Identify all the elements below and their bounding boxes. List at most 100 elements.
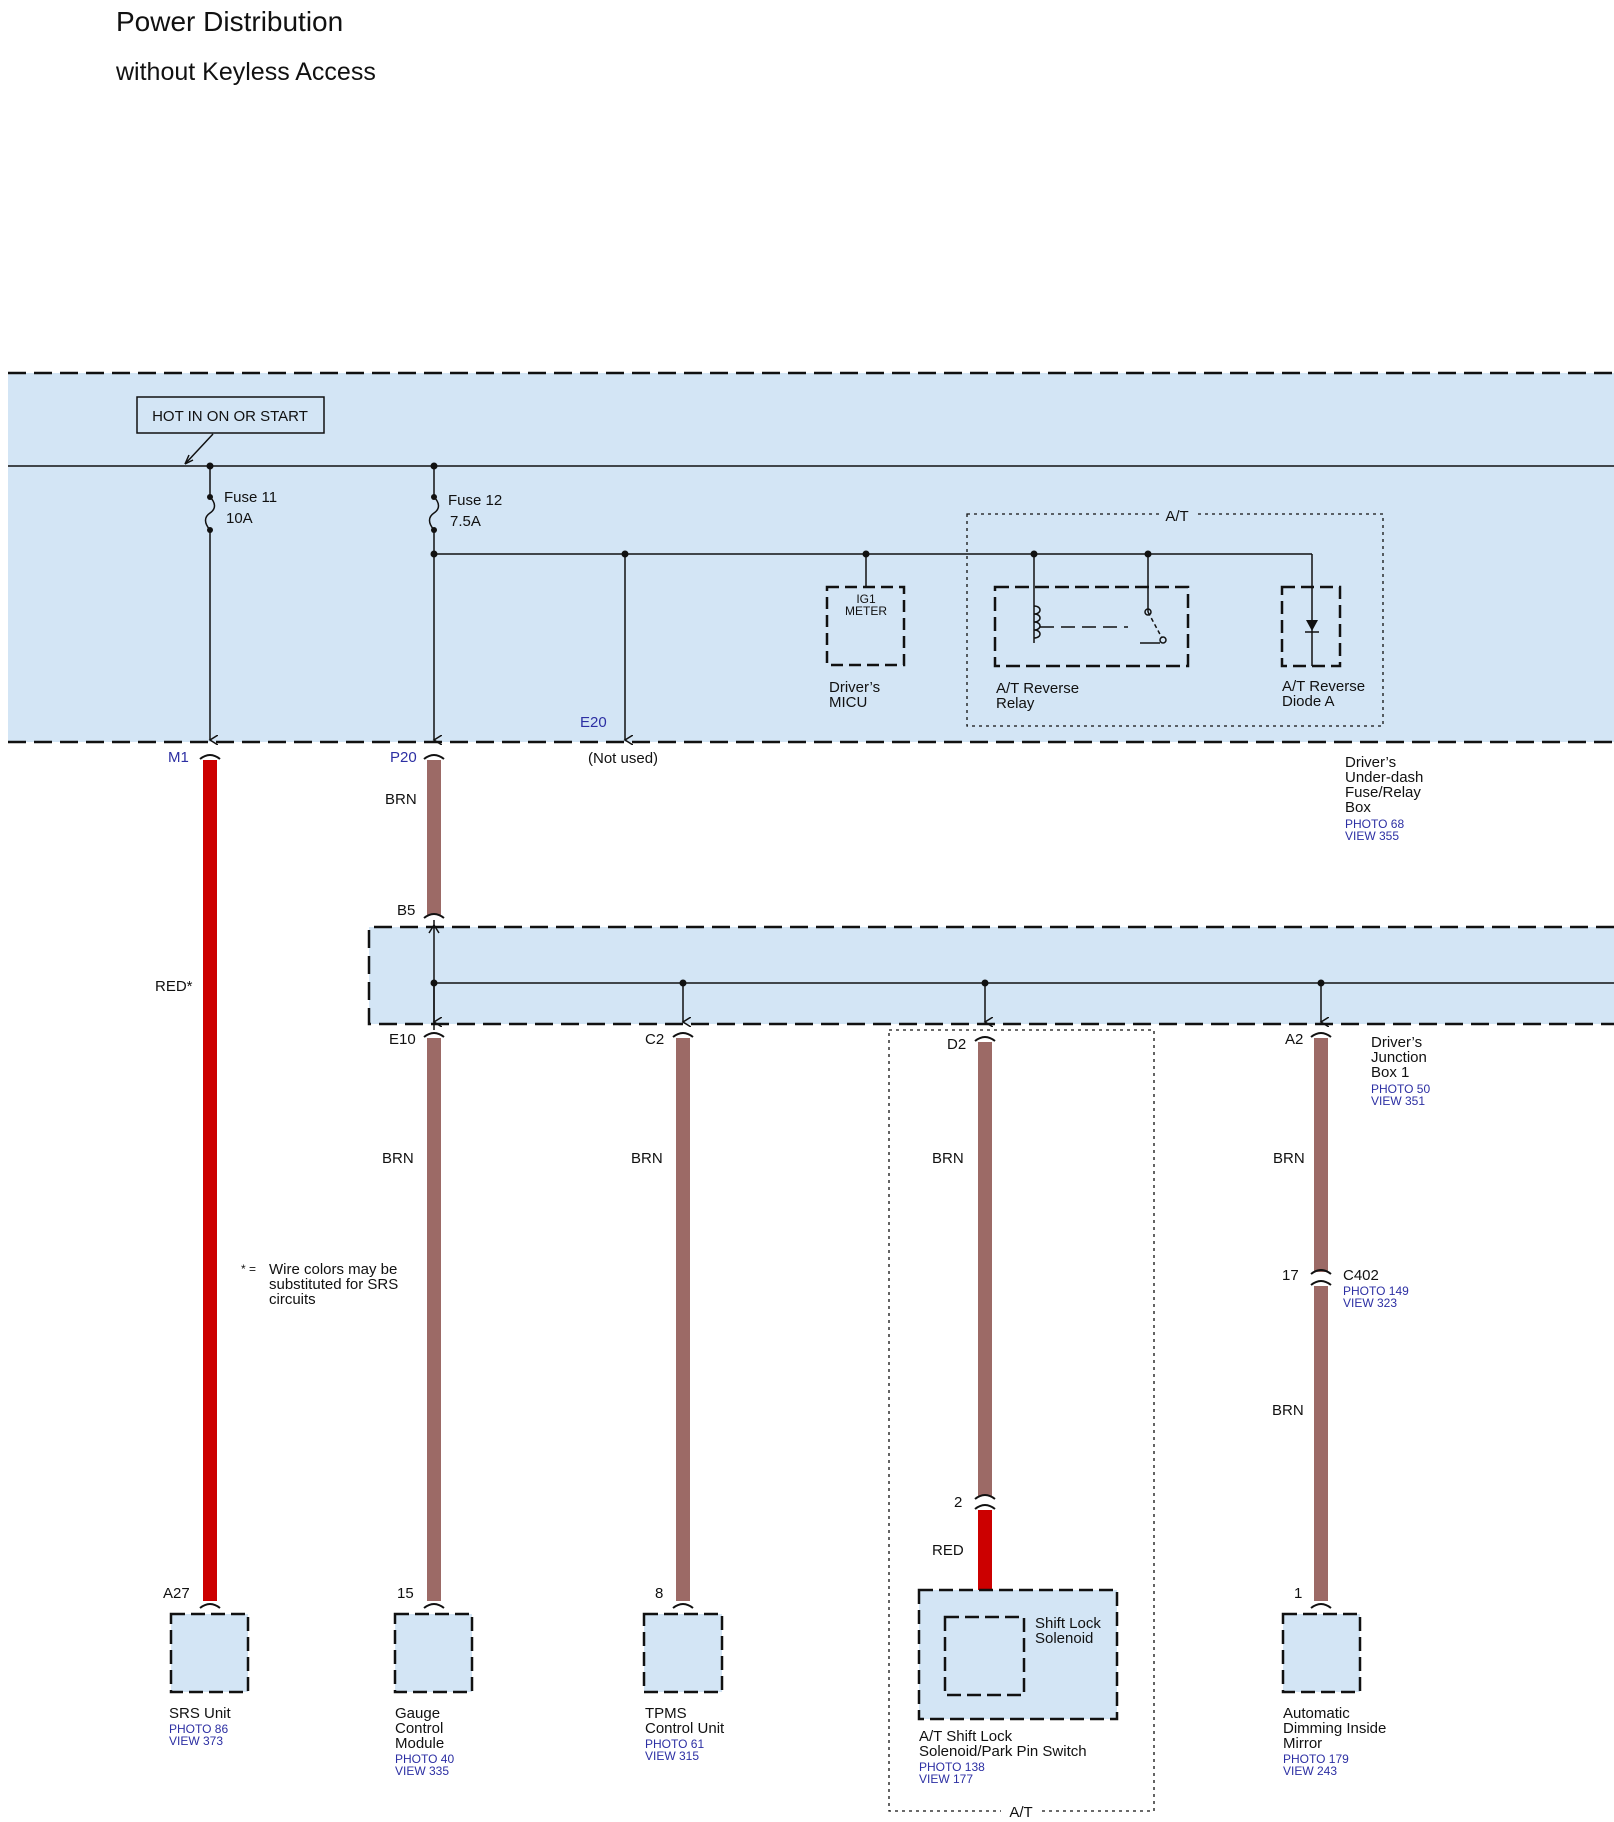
d2-pin-label: D2 [947,1036,966,1053]
e10-connector [423,1032,445,1038]
mirror-name-2: Dimming Inside [1283,1720,1386,1737]
relay-label-2: Relay [996,695,1035,712]
junction-box-band [369,927,1614,1024]
srs-unit-name: SRS Unit [169,1705,232,1722]
diode-symbol [1306,620,1318,631]
srs-unit-photo: PHOTO 86 [169,1722,228,1736]
note-line-3: circuits [269,1291,316,1308]
mirror-wire-lower [1314,1286,1328,1601]
c2-pin-label: C2 [645,1031,664,1048]
fuse11-name: Fuse 11 [224,489,277,506]
shift-lock-name-2: Solenoid/Park Pin Switch [919,1743,1087,1760]
ig1-meter-label-2: METER [845,604,887,618]
c402-view: VIEW 323 [1343,1296,1397,1310]
c402-name: C402 [1343,1267,1379,1284]
tpms-wire [676,1038,690,1601]
power-label-leader-arrow [184,454,194,465]
mirror-name-1: Automatic [1283,1705,1350,1722]
p20-wire-color: BRN [385,791,417,808]
underdash-box-band [8,373,1614,742]
shift-lock-inner-box [943,1615,1026,1697]
gcm-photo: PHOTO 40 [395,1752,454,1766]
at-reverse-group-label-bg [1160,506,1194,522]
shift-lock-view: VIEW 177 [919,1772,973,1786]
mirror-pin: 1 [1294,1585,1302,1602]
mirror-wire-color-lower: BRN [1272,1402,1304,1419]
fuse12-name: Fuse 12 [448,492,502,509]
note-symbol: * = [241,1262,256,1276]
d2-connector [974,1036,996,1042]
a2-pin-label: A2 [1285,1031,1303,1048]
shift-lock-inner-label-1: Shift Lock [1035,1615,1101,1632]
tpms-photo: PHOTO 61 [645,1737,704,1751]
diode-label-1: A/T Reverse [1282,678,1365,695]
shift-lock-inline-connector-top [974,1494,996,1500]
gcm-name-1: Gauge [395,1705,440,1722]
tpms-name-2: Control Unit [645,1720,725,1737]
fuse11-rating: 10A [226,510,253,527]
micu-label-1: Driver’s [829,679,880,696]
tpms-name-1: TPMS [645,1705,687,1722]
underdash-box-name-4: Box [1345,799,1371,816]
power-label-leader [184,433,214,465]
srs-wire [203,760,217,1601]
mirror-view: VIEW 243 [1283,1764,1337,1778]
micu-label-2: MICU [829,694,867,711]
gcm-name-3: Module [395,1735,444,1752]
fuse12-rating: 7.5A [450,513,481,530]
junction-box-name-3: Box 1 [1371,1064,1409,1081]
shift-lock-wire-color-brn: BRN [932,1150,964,1167]
c402-photo: PHOTO 149 [1343,1284,1409,1298]
at-reverse-group-label: A/T [1165,508,1188,525]
p20-wire [427,760,441,915]
junction-box-name-1: Driver’s [1371,1034,1422,1051]
shift-lock-pin-2: 2 [954,1494,962,1511]
e20-pin-label: E20 [580,714,607,731]
gcm-connector [423,1603,445,1609]
p20-connector [423,754,445,760]
c2-connector [672,1032,694,1038]
fuse12-symbol [428,496,440,531]
ig1-meter-box [825,585,906,667]
at-reverse-group [966,513,1384,727]
tpms-pin: 8 [655,1585,663,1602]
gcm-box [393,1612,474,1694]
srs-unit-box [169,1612,250,1694]
junction-box-name-2: Junction [1371,1049,1427,1066]
mirror-connector [1310,1603,1332,1609]
p20-pin-label: P20 [390,749,417,766]
relay-switch-arm [1147,611,1163,639]
relay-label-1: A/T Reverse [996,680,1079,697]
mirror-photo: PHOTO 179 [1283,1752,1349,1766]
gcm-pin: 15 [397,1585,414,1602]
page-subtitle: without Keyless Access [116,58,376,86]
at-shift-lock-group-label: A/T [1009,1804,1032,1821]
srs-unit-view: VIEW 373 [169,1734,223,1748]
underdash-box-name-1: Driver’s [1345,754,1396,771]
underdash-box-name-2: Under-dash [1345,769,1423,786]
e10-pin-label: E10 [389,1031,416,1048]
b5-inner-arrow [428,923,440,934]
shift-lock-wire-brn [978,1042,992,1496]
note-line-2: substituted for SRS [269,1276,398,1293]
c402-connector-bottom [1310,1280,1332,1286]
mirror-box [1281,1612,1362,1694]
shift-lock-wire-color-red: RED [932,1542,964,1559]
not-used-label: (Not used) [588,750,658,767]
diode-label-2: Diode A [1282,693,1335,710]
at-reverse-relay-box [993,585,1190,668]
tpms-wire-color: BRN [631,1150,663,1167]
note-line-1: Wire colors may be [269,1261,397,1278]
tpms-box [642,1612,724,1694]
junction-box-view: VIEW 351 [1371,1094,1425,1108]
c402-pin: 17 [1282,1267,1299,1284]
relay-switch-contact [1144,608,1152,616]
c402-connector-top [1310,1269,1332,1275]
shift-lock-inline-connector-bottom [974,1504,996,1510]
power-label-box [136,396,325,434]
underdash-box-view: VIEW 355 [1345,829,1399,843]
at-shift-lock-group-label-bg [1001,1802,1041,1820]
m1-connector [199,754,221,760]
relay-switch-contact-2 [1159,636,1167,644]
